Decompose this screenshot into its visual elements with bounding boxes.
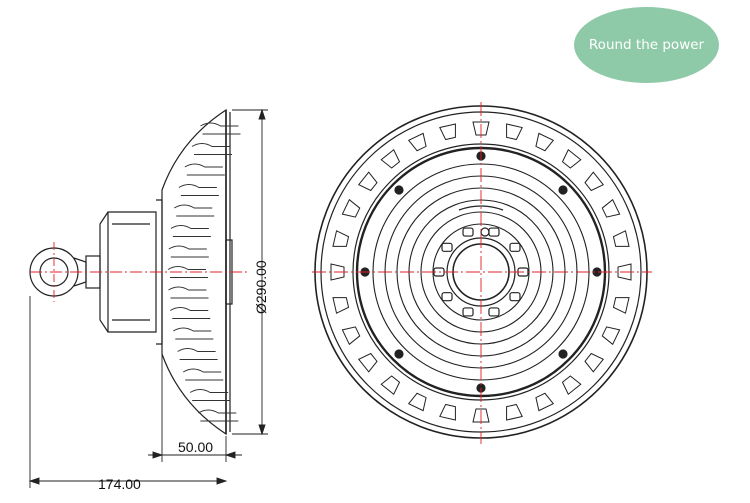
vent-slot xyxy=(472,408,490,423)
diameter-dimension xyxy=(232,108,268,436)
heatsink-fin xyxy=(173,204,215,217)
vent-slot xyxy=(332,297,350,314)
led-driver-pad xyxy=(488,307,500,317)
badge-label: Round the power xyxy=(588,37,705,53)
heatsink-fin xyxy=(168,245,209,258)
vent-slot xyxy=(330,263,345,281)
led-driver-pad xyxy=(509,292,521,302)
heatsink-fin xyxy=(184,163,225,176)
round-the-power-badge: Round the power xyxy=(574,7,719,83)
vent-slot xyxy=(506,123,523,141)
bolt-hole xyxy=(558,185,568,195)
led-driver-pad xyxy=(462,307,474,317)
vent-slot xyxy=(535,392,555,412)
vent-slot xyxy=(439,403,456,421)
vent-slot xyxy=(332,230,350,247)
heatsink-fin xyxy=(191,143,233,155)
vent-slot xyxy=(439,123,456,141)
heatsink-fin xyxy=(168,286,209,299)
vent-slot xyxy=(561,375,582,396)
heatsink-fin xyxy=(189,389,231,401)
cable-gland xyxy=(480,227,490,237)
vent-slot xyxy=(561,148,582,169)
bolt-hole xyxy=(558,349,568,359)
heatsink-fin xyxy=(178,184,219,196)
vent-slot xyxy=(612,297,630,314)
led-driver-pad xyxy=(462,227,474,237)
heatsink-fin xyxy=(200,122,241,135)
led-driver-pad xyxy=(441,242,453,252)
top-bracket xyxy=(458,205,504,211)
vent-slot xyxy=(584,171,605,192)
vent-slot xyxy=(357,352,378,373)
depth-label: 50.00 xyxy=(178,439,213,455)
vent-slot xyxy=(617,263,632,281)
vent-slot xyxy=(380,375,401,396)
vent-slot xyxy=(584,352,605,373)
led-driver-pad xyxy=(509,242,521,252)
vent-slot xyxy=(341,326,361,346)
overall-dimension xyxy=(28,296,228,488)
diameter-label: Ø290.00 xyxy=(253,260,269,314)
vent-slot xyxy=(535,132,555,152)
vent-slot xyxy=(357,171,378,192)
vent-slot xyxy=(341,198,361,218)
vent-slot xyxy=(601,326,621,346)
heatsink-fin xyxy=(177,348,218,360)
vent-slot xyxy=(601,198,621,218)
vent-slot xyxy=(472,121,490,136)
heatsink-fin xyxy=(198,409,239,422)
heatsink-fin xyxy=(170,225,211,237)
vent-slot xyxy=(407,132,427,152)
heatsink-fins xyxy=(167,122,241,422)
heatsink-fin xyxy=(167,266,209,278)
heatsink-fin xyxy=(173,327,214,340)
vent-slot xyxy=(407,392,427,412)
vent-slot xyxy=(380,148,401,169)
led-driver-pad xyxy=(441,292,453,302)
heatsink-fin xyxy=(170,307,211,319)
depth-dimension xyxy=(148,354,242,462)
heatsink-fin xyxy=(182,368,224,381)
vent-slot xyxy=(506,403,523,421)
vent-slot xyxy=(612,230,630,247)
led-driver-pad xyxy=(488,227,500,237)
overall-length-label: 174.00 xyxy=(98,476,141,492)
bolt-hole xyxy=(394,349,404,359)
bolt-hole xyxy=(394,185,404,195)
